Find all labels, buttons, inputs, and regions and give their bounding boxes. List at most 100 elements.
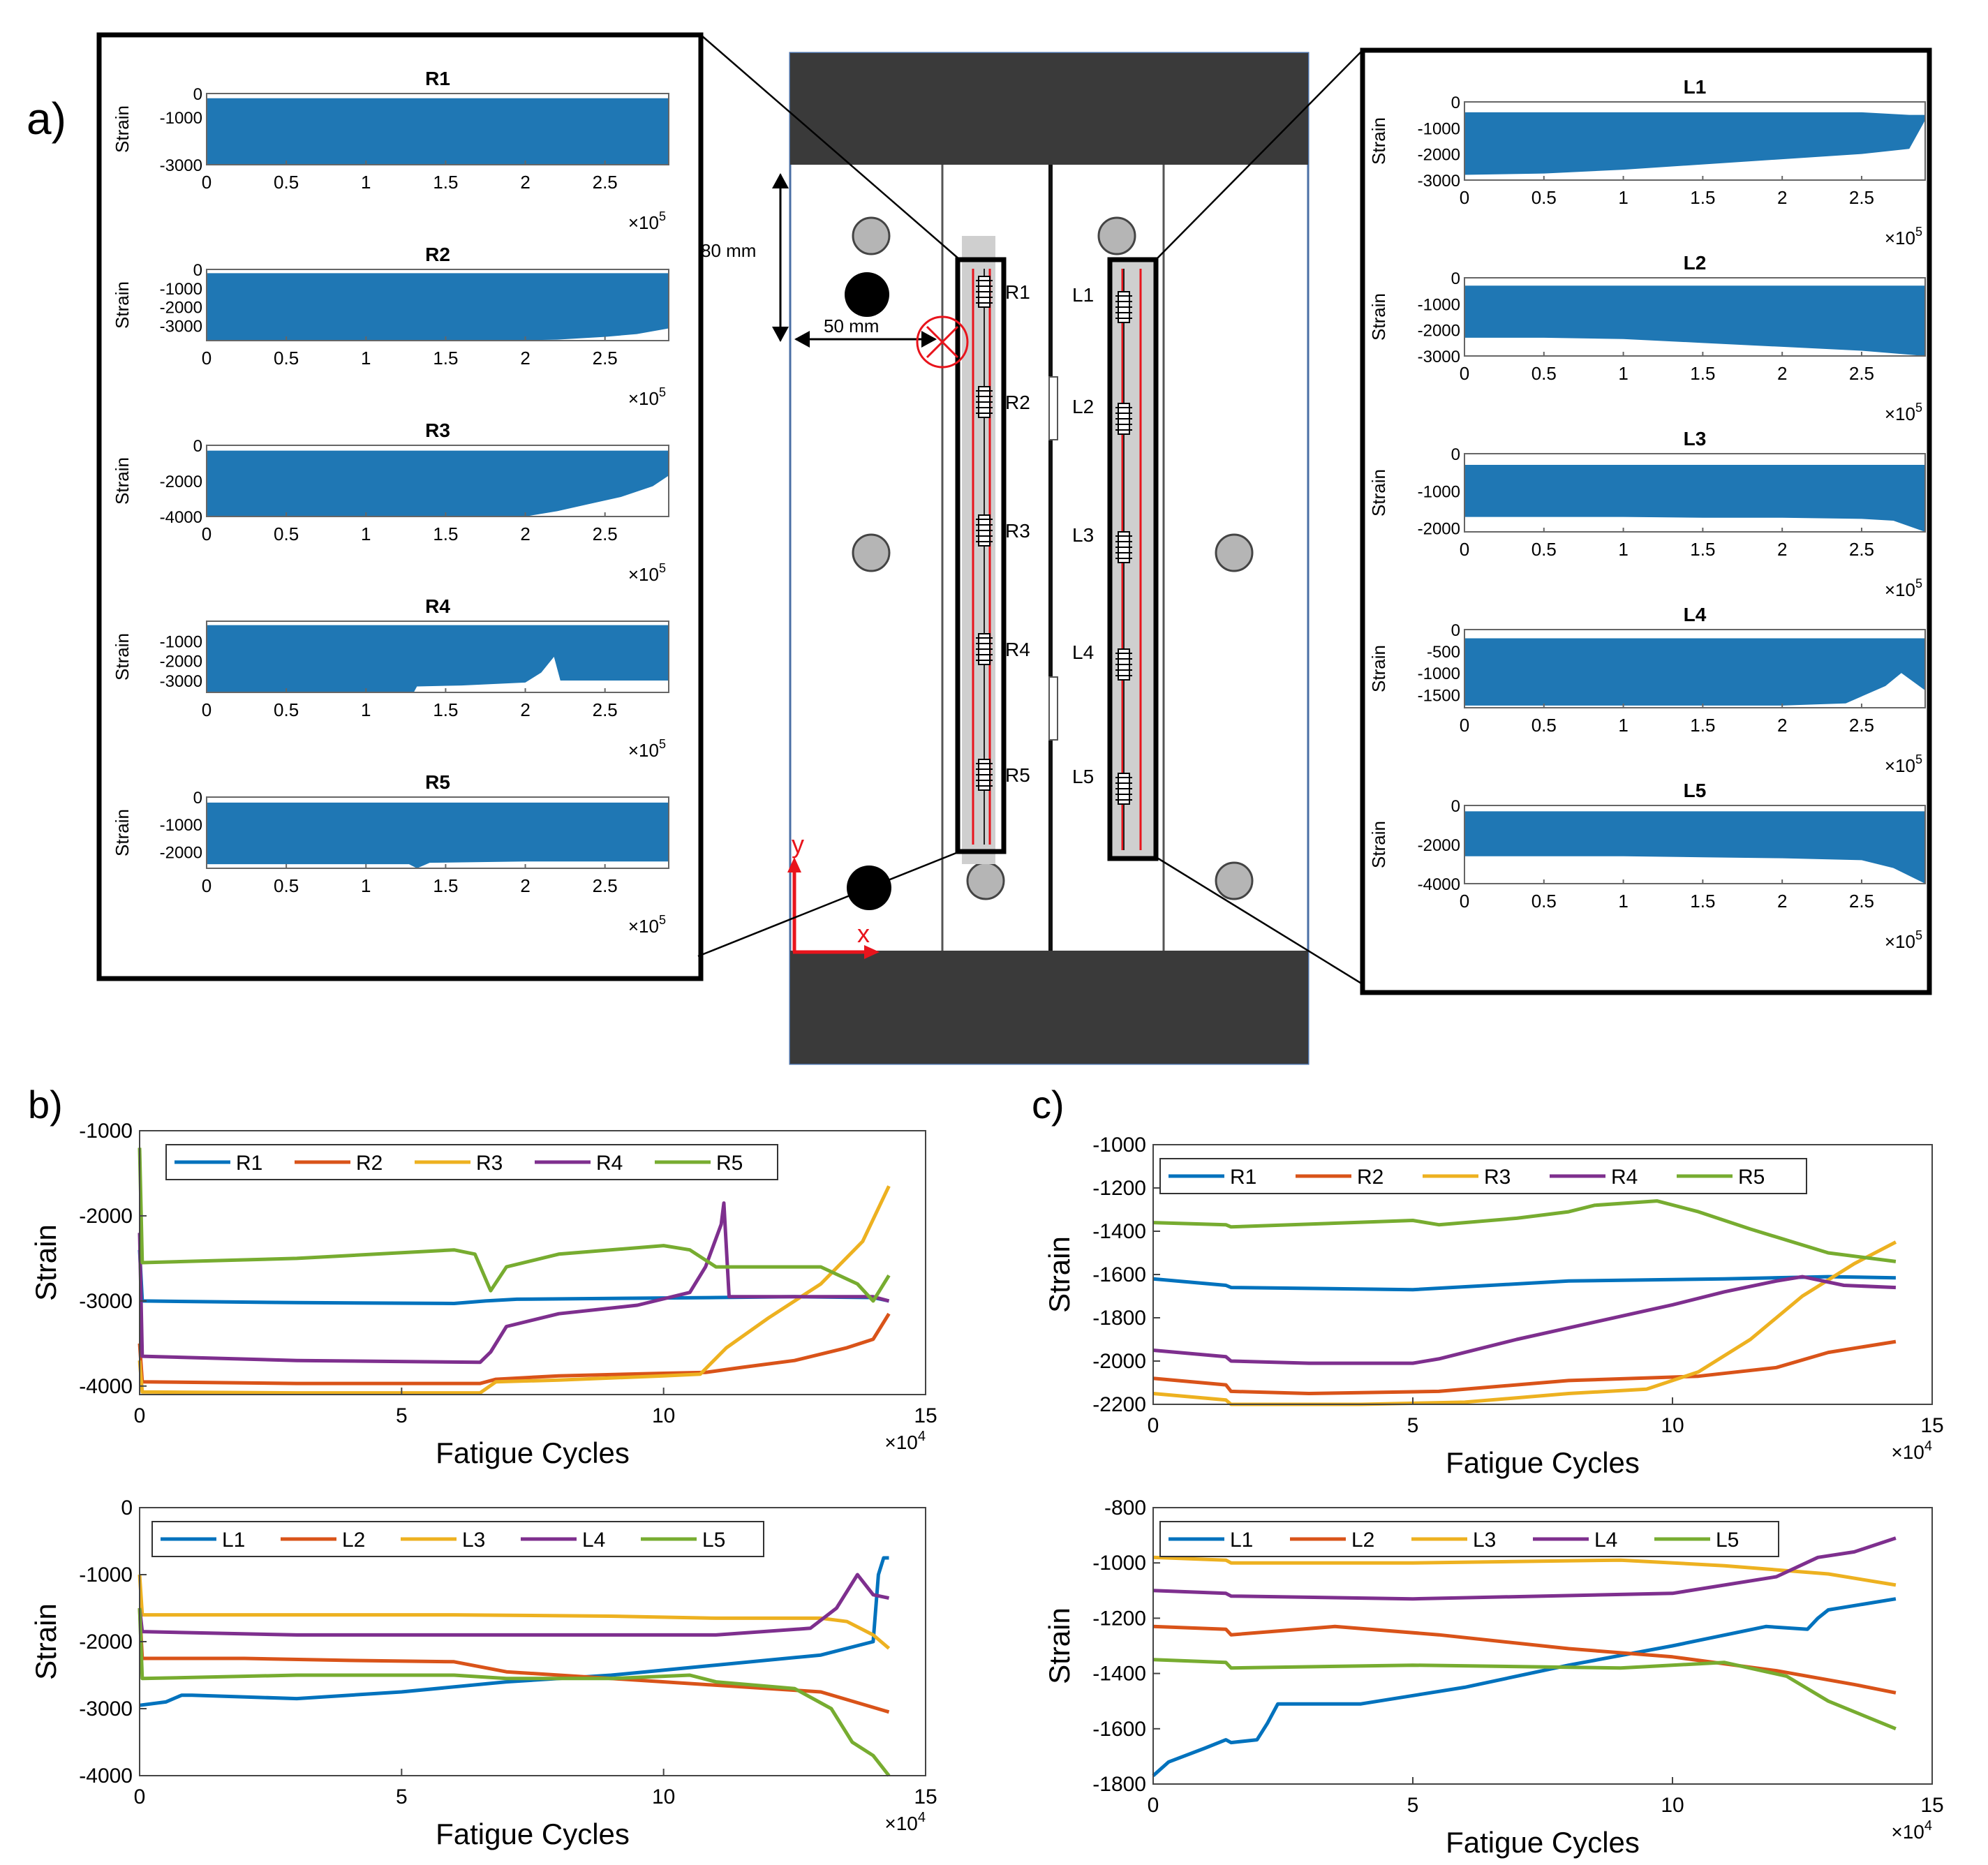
signal-band-l2	[1464, 285, 1925, 356]
signal-y-tick-label: 0	[193, 261, 202, 280]
signal-y-tick-label: 0	[1451, 445, 1460, 464]
x-tick-label: 10	[652, 1404, 675, 1427]
x-tick-label: 0	[134, 1404, 146, 1427]
signal-x-tick-label: 1	[361, 172, 371, 193]
x-axis-label: Fatigue Cycles	[1446, 1446, 1640, 1479]
signal-x-tick-label: 0	[1460, 539, 1469, 560]
x-tick-label: 15	[914, 1785, 937, 1808]
x-exponent: ×104	[1891, 1818, 1932, 1843]
signal-y-tick-label: -1000	[160, 816, 202, 835]
y-tick-label: -4000	[79, 1764, 133, 1788]
legend-label-r5: R5	[716, 1152, 743, 1175]
x-tick-label: 10	[1661, 1794, 1684, 1817]
signal-x-tick-label: 0	[1460, 363, 1469, 384]
signal-title-r2: R2	[425, 244, 450, 265]
bolt-icon	[852, 533, 891, 572]
signal-y-tick-label: -3000	[160, 672, 202, 691]
x-exponent-power: 4	[1924, 1439, 1932, 1454]
signal-x-tick-label: 1	[361, 699, 371, 720]
signal-y-tick-label: -1000	[1418, 119, 1460, 138]
signal-x-exponent-power: 5	[1915, 928, 1922, 942]
gauge-label-left: L3	[1072, 524, 1094, 546]
bolt-hole-icon	[845, 272, 889, 317]
signal-axes-box	[206, 445, 669, 517]
x-arrowhead-icon	[864, 945, 880, 959]
signal-y-tick-label: 0	[193, 437, 202, 456]
legend-label-l4: L4	[1594, 1529, 1617, 1552]
signal-x-tick-label: 0	[1460, 187, 1469, 208]
signal-x-exponent-power: 5	[1915, 577, 1922, 590]
y-tick-label: -800	[1104, 1496, 1146, 1520]
y-tick-label: -4000	[79, 1375, 133, 1398]
dim-50-label: 50 mm	[824, 315, 879, 336]
bolt-icon	[1097, 216, 1136, 255]
gauge-label-left: L2	[1072, 396, 1094, 417]
signal-x-tick-label: 2.5	[593, 523, 618, 544]
signal-x-exponent: ×105	[628, 913, 666, 937]
y-tick-label: -1200	[1092, 1177, 1146, 1200]
signal-x-exponent-power: 5	[1915, 401, 1922, 415]
bolt-icon	[966, 861, 1005, 900]
y-tick-label: -1000	[1092, 1134, 1146, 1157]
signal-x-tick-label: 0.5	[1531, 891, 1557, 912]
signal-x-exponent: ×105	[1885, 928, 1922, 952]
signal-y-label: Strain	[1368, 117, 1389, 165]
signal-y-tick-label: 0	[1451, 621, 1460, 640]
signal-x-tick-label: 1	[1618, 363, 1628, 384]
signal-x-exponent-power: 5	[659, 737, 666, 751]
x-tick-label: 15	[1920, 1794, 1943, 1817]
x-exponent: ×104	[884, 1429, 926, 1453]
signal-y-tick-label: -2000	[1418, 146, 1460, 165]
y-arrowhead-icon	[787, 857, 801, 872]
signal-x-tick-label: 0.5	[1531, 363, 1557, 384]
signal-y-tick-label: 0	[193, 789, 202, 808]
signal-axes-box	[206, 269, 669, 341]
signal-y-tick-label: -1000	[1418, 664, 1460, 683]
series-line-r3	[1152, 1240, 1897, 1406]
signal-y-tick-label: -2000	[1418, 322, 1460, 341]
signal-x-exponent-power: 5	[1915, 752, 1922, 766]
x-exponent: ×104	[884, 1810, 926, 1834]
legend-label-r2: R2	[1357, 1166, 1384, 1189]
signal-x-tick-label: 1.5	[1690, 891, 1715, 912]
signal-x-exponent-power: 5	[659, 209, 666, 223]
signal-y-tick-label: -3000	[1418, 348, 1460, 366]
dim-80-label: 80 mm	[701, 240, 756, 261]
signal-band-r1	[207, 98, 669, 165]
legend-label-l3: L3	[462, 1529, 485, 1552]
inset-frame-left	[1360, 47, 1932, 995]
panel-label-c: c)	[1032, 1083, 1065, 1127]
series-line-l2	[1152, 1624, 1897, 1695]
y-tick-label: -1200	[1092, 1607, 1146, 1630]
signal-title-l3: L3	[1684, 428, 1707, 449]
signal-band-r2	[207, 273, 669, 341]
gauge-label-left: L1	[1072, 284, 1094, 306]
inset-frame-right	[96, 32, 704, 981]
plot-axes-box	[1152, 1507, 1933, 1785]
series-line-r2	[138, 1312, 891, 1385]
y-tick-label: -1000	[79, 1120, 133, 1143]
signal-title-r4: R4	[425, 595, 450, 617]
signal-x-tick-label: 1.5	[433, 172, 458, 193]
signal-y-label: Strain	[112, 809, 133, 856]
signal-y-tick-label: -2000	[160, 473, 202, 491]
signal-y-label: Strain	[112, 633, 133, 681]
signal-y-tick-label: -1000	[160, 280, 202, 299]
signal-y-label: Strain	[1368, 293, 1389, 341]
signal-x-exponent: ×105	[1885, 225, 1922, 248]
legend-label-l2: L2	[1351, 1529, 1374, 1552]
y-tick-label: -1400	[1092, 1663, 1146, 1686]
y-tick-label: -3000	[79, 1290, 133, 1313]
y-tick-label: -1400	[1092, 1220, 1146, 1243]
signal-x-tick-label: 1	[1618, 715, 1628, 736]
signal-y-label: Strain	[112, 457, 133, 505]
signal-y-tick-label: 0	[1451, 269, 1460, 288]
signal-x-tick-label: 0.5	[274, 172, 299, 193]
y-tick-label: -1600	[1092, 1263, 1146, 1286]
signal-title-l5: L5	[1684, 780, 1707, 801]
signal-x-tick-label: 1.5	[1690, 715, 1715, 736]
y-tick-label: -1800	[1092, 1773, 1146, 1796]
